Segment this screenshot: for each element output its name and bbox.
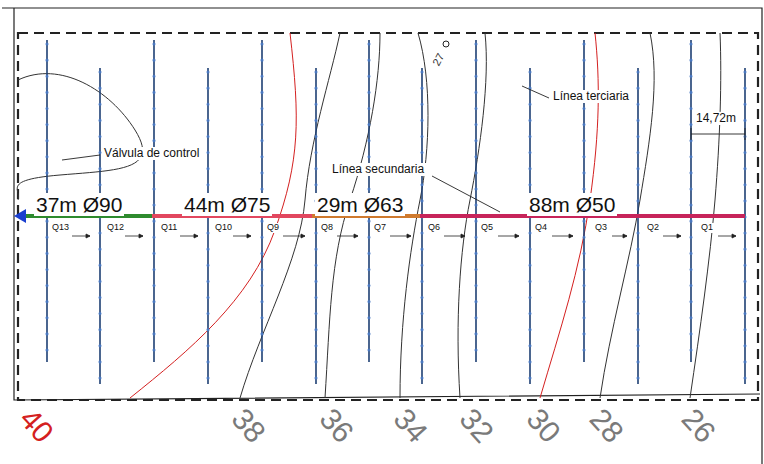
flow-arrows (72, 234, 736, 238)
flow-arrow (498, 234, 519, 238)
emitters (637, 72, 640, 382)
flow-label: Q11 (160, 223, 178, 233)
leader-line (522, 86, 549, 98)
emitters (99, 72, 102, 382)
flow-label: Q3 (594, 223, 608, 233)
lateral-line (99, 68, 101, 384)
leader-line (62, 155, 100, 160)
survey-point (443, 41, 449, 47)
contour-value: 32 (453, 402, 500, 449)
dimension-line (691, 128, 745, 140)
contour-value: 38 (225, 402, 272, 449)
contour-value: 36 (313, 402, 360, 449)
lateral-line (475, 40, 477, 362)
callout-label: Válvula de control (102, 147, 201, 160)
control-valve-symbol (14, 209, 26, 223)
field-boundary (14, 8, 760, 400)
flow-arrow (444, 234, 465, 238)
flow-arrow (718, 234, 736, 238)
flow-label: Q4 (534, 223, 548, 233)
plot-boundary (18, 33, 758, 400)
flow-arrow (390, 234, 411, 238)
lateral-line (637, 68, 639, 384)
callout-label: Línea secundaria (330, 163, 426, 176)
flow-label: Q13 (51, 223, 70, 233)
emitters (153, 44, 156, 360)
pipe-label: 88m Ø50 (527, 193, 617, 216)
lateral-line (529, 68, 531, 384)
contour-value: 27 (430, 51, 446, 67)
contour-value: 40 (13, 402, 60, 449)
flow-arrow (233, 234, 251, 238)
contour-value: 30 (520, 402, 567, 449)
lateral-line (153, 40, 155, 362)
pipe-label: 37m Ø90 (34, 193, 124, 216)
leader-line (432, 176, 500, 212)
contour-lines (17, 33, 721, 398)
flow-arrow (72, 234, 90, 238)
frame (2, 8, 762, 464)
pipe-label: 44m Ø75 (182, 193, 272, 216)
flow-label: Q6 (427, 223, 441, 233)
contour-line (17, 74, 142, 200)
flow-label: Q2 (646, 223, 660, 233)
dimension-label: 14,72m (694, 112, 738, 125)
flow-label: Q1 (700, 223, 714, 233)
lateral-line (690, 40, 692, 362)
flow-label: Q12 (106, 223, 125, 233)
flow-label: Q9 (266, 223, 280, 233)
flow-arrow (552, 234, 573, 238)
emitters (421, 72, 424, 382)
lateral-line (207, 68, 209, 384)
emitters (475, 44, 478, 360)
emitters (690, 44, 693, 360)
emitters (207, 72, 210, 382)
lateral-line (744, 68, 746, 384)
emitters (529, 72, 532, 382)
flow-label: Q10 (214, 223, 233, 233)
flow-arrow (125, 234, 143, 238)
frame-line (2, 8, 762, 464)
flow-label: Q5 (480, 223, 494, 233)
lateral-lines (47, 40, 745, 384)
flow-arrow (180, 234, 198, 238)
flow-arrow (663, 234, 681, 238)
lateral-line (421, 68, 423, 384)
flow-arrow (612, 234, 627, 238)
flow-arrow (283, 234, 305, 238)
contour-value: 28 (583, 402, 630, 449)
emitter-dots (47, 44, 745, 382)
flow-label: Q8 (320, 223, 334, 233)
contour-value: 26 (675, 402, 722, 449)
flow-arrow (337, 234, 358, 238)
callout-label: Línea terciaria (551, 90, 631, 103)
contour-value: 34 (387, 402, 434, 449)
flow-label: Q7 (373, 223, 387, 233)
emitters (315, 72, 318, 382)
pipe-label: 29m Ø63 (315, 193, 405, 216)
emitters (744, 72, 747, 382)
lateral-line (315, 68, 317, 384)
